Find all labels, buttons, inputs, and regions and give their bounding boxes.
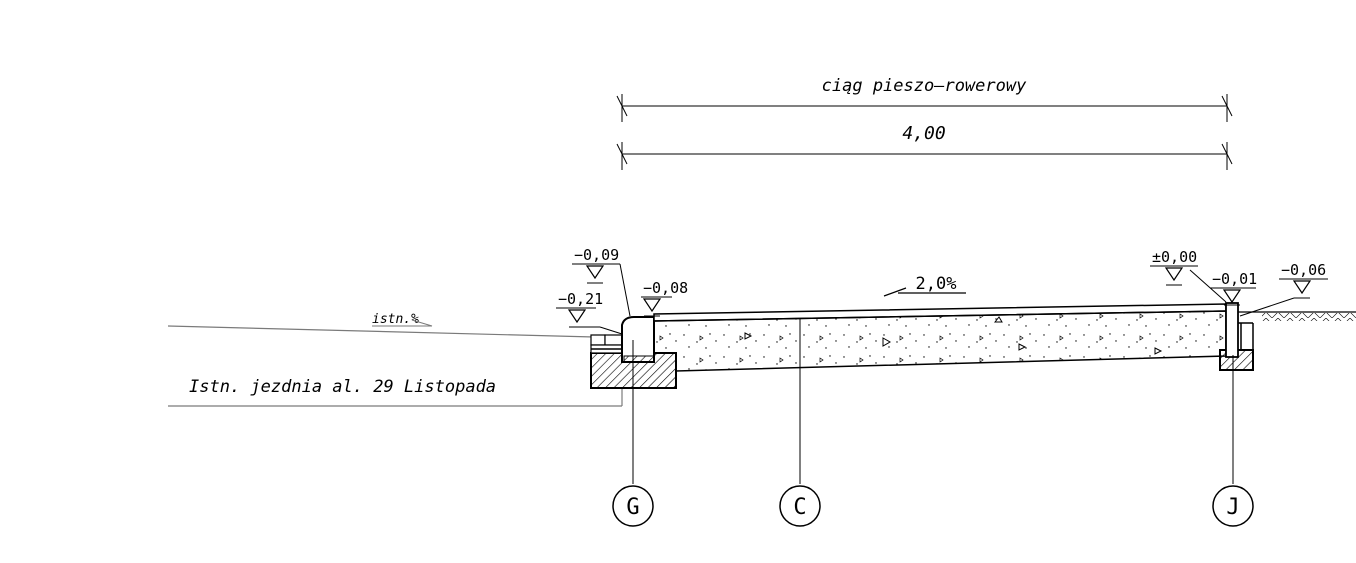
existing-road-label: Istn. jezdnia al. 29 Listopada [189, 377, 496, 397]
dimension-label-width: 4,00 [902, 123, 945, 144]
elevation-label-e6: −0,06 [1281, 261, 1326, 279]
elevation-label-e3: −0,21 [558, 290, 603, 308]
detail-marker-g-label: G [626, 495, 639, 520]
elevation-marker-e1: −0,09 [572, 246, 631, 317]
elevation-marker-e2: −0,08 [641, 279, 688, 317]
dimension-label-top: ciąg pieszo–rowerowy [822, 76, 1027, 96]
elevation-marker-e3: −0,21 [556, 290, 623, 335]
elevation-label-e4: ±0,00 [1152, 248, 1197, 266]
detail-marker-j-label: J [1226, 495, 1239, 520]
existing-slope-label: istn.% [372, 312, 419, 327]
dimension-overall: ciąg pieszo–rowerowy [616, 76, 1233, 122]
detail-marker-c: C [779, 485, 821, 527]
slope-indicator: 2,0% [883, 274, 966, 297]
elevation-label-e5: −0,01 [1212, 270, 1257, 288]
elevation-label-e1: −0,09 [574, 246, 619, 264]
existing-road: istn.% Istn. jezdnia al. 29 Listopada [167, 312, 623, 407]
elevation-label-e2: −0,08 [643, 279, 688, 297]
slope-label: 2,0% [916, 274, 957, 294]
detail-marker-g: G [612, 485, 654, 527]
dimension-width: 4,00 [616, 123, 1233, 170]
elevation-marker-e5: −0,01 [1210, 270, 1257, 306]
path-slab [653, 303, 1227, 372]
elevation-marker-e4: ±0,00 [1150, 248, 1227, 303]
elevation-marker-e6: −0,06 [1239, 261, 1328, 317]
detail-marker-j: J [1212, 485, 1254, 527]
left-curb [590, 316, 677, 389]
right-edge [1219, 302, 1356, 371]
detail-marker-c-label: C [793, 495, 806, 520]
